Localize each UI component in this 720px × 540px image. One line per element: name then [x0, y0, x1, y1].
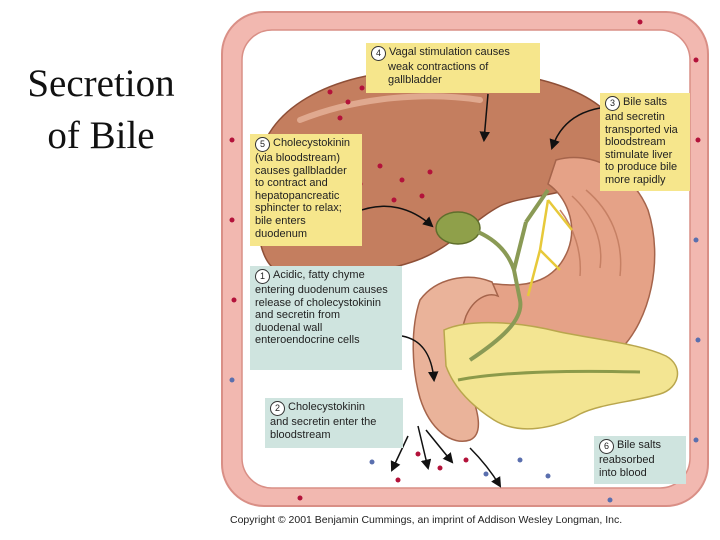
title-line-1: Secretion	[27, 62, 175, 105]
pancreatic-duct	[457, 369, 641, 382]
slide-title: Secretion of Bile	[8, 58, 194, 162]
arrow-step-2a	[417, 425, 432, 471]
stomach-folds	[559, 189, 622, 277]
step-5-number: 5	[255, 137, 270, 152]
copyright-notice: Copyright © 2001 Benjamin Cummings, an i…	[230, 514, 623, 526]
pancreas	[443, 321, 679, 430]
gallbladder	[435, 211, 481, 245]
vagus-nerve	[526, 199, 573, 297]
arrow-step-1	[401, 335, 439, 383]
arrow-step-5	[355, 205, 434, 228]
arrow-step-6	[469, 447, 502, 488]
step-1-number: 1	[255, 269, 270, 284]
arrow-step-3	[549, 107, 601, 150]
step-4-number: 4	[371, 46, 386, 61]
blood-particles	[229, 19, 701, 503]
step-2-number: 2	[270, 401, 285, 416]
title-line-2: of Bile	[47, 114, 155, 157]
liver-highlight	[297, 93, 483, 123]
arrow-step-2c	[390, 435, 409, 472]
bile-ducts	[468, 188, 550, 362]
step-3-number: 3	[605, 96, 620, 111]
step-6-number: 6	[599, 439, 614, 454]
arrow-step-2b	[425, 429, 454, 464]
arrow-step-4	[479, 93, 490, 143]
